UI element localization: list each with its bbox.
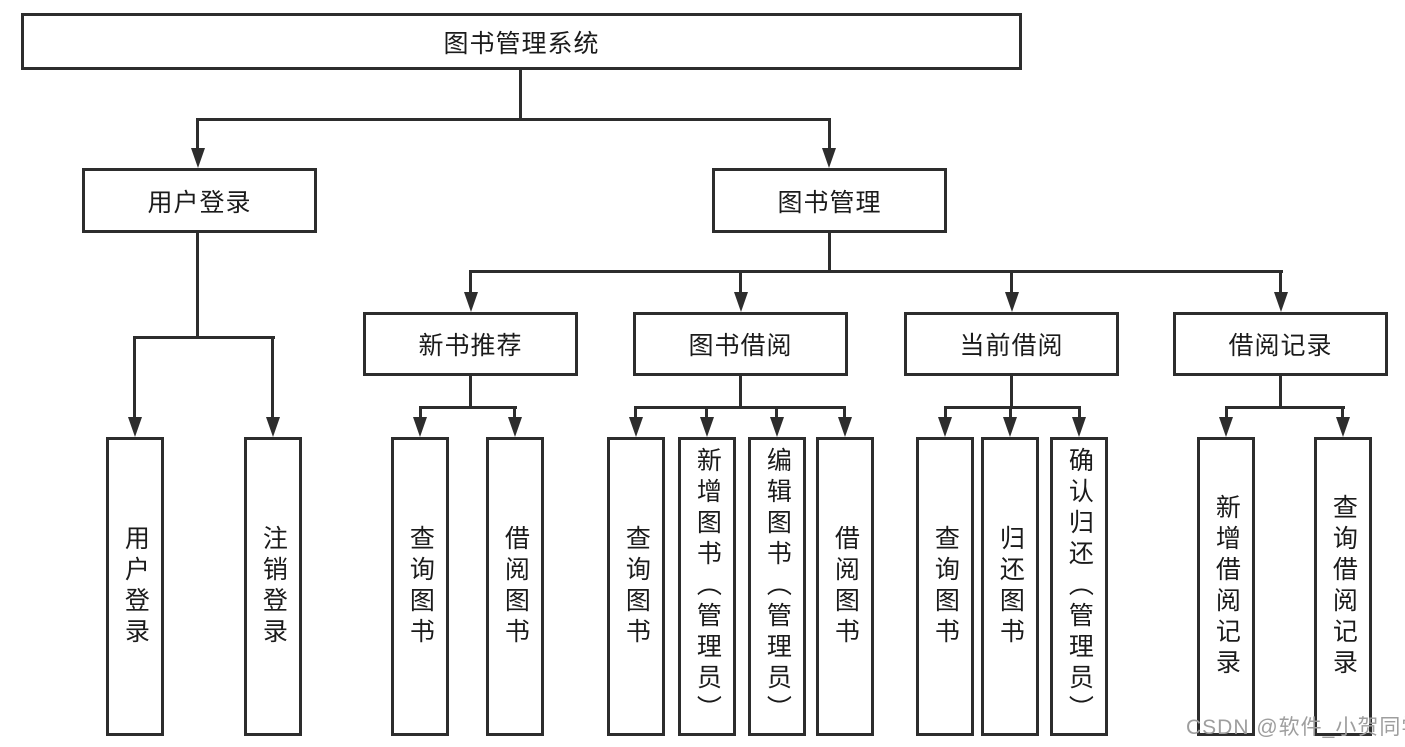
leaf-borrow-add-book-admin: 新增图书（管理员） xyxy=(678,437,736,736)
leaf-borrow-borrow-book: 借阅图书 xyxy=(816,437,874,736)
node-label: 注销登录 xyxy=(259,524,288,649)
arrow-down-icon xyxy=(770,417,784,437)
node-label: 用户登录 xyxy=(147,188,252,217)
csdn-watermark: CSDN @软件_小贺同学 xyxy=(1186,716,1405,739)
connector-line xyxy=(196,118,831,121)
arrow-down-icon xyxy=(1219,417,1233,437)
arrow-down-icon xyxy=(191,148,205,168)
node-current-borrow: 当前借阅 xyxy=(904,312,1119,376)
leaf-current-confirm-return-admin: 确认归还（管理员） xyxy=(1050,437,1108,736)
arrow-down-icon xyxy=(734,292,748,312)
leaf-current-query-book: 查询图书 xyxy=(916,437,974,736)
connector-line xyxy=(634,406,846,409)
node-new-book-recommend: 新书推荐 xyxy=(363,312,578,376)
arrow-down-icon xyxy=(1003,417,1017,437)
node-label: 用户登录 xyxy=(121,524,150,649)
node-label: 借阅记录 xyxy=(1228,332,1333,360)
node-label: 当前借阅 xyxy=(959,332,1064,360)
arrow-down-icon xyxy=(266,417,280,437)
leaf-recommend-query-book: 查询图书 xyxy=(391,437,449,736)
connector-line xyxy=(843,406,846,419)
node-label: 图书借阅 xyxy=(688,332,793,360)
node-label: 新增借阅记录 xyxy=(1212,493,1241,680)
leaf-borrow-query-book: 查询图书 xyxy=(607,437,665,736)
connector-line xyxy=(469,270,472,296)
connector-line xyxy=(419,406,517,409)
arrow-down-icon xyxy=(700,417,714,437)
connector-line xyxy=(196,118,199,150)
leaf-recommend-borrow-book: 借阅图书 xyxy=(486,437,544,736)
connector-line xyxy=(944,406,1081,409)
connector-line xyxy=(944,406,947,419)
node-label: 借阅图书 xyxy=(501,524,530,649)
connector-line xyxy=(739,376,742,409)
node-label: 新书推荐 xyxy=(418,332,523,360)
connector-line xyxy=(739,270,742,296)
connector-line xyxy=(1009,406,1012,419)
connector-line xyxy=(828,233,831,273)
node-label: 归还图书 xyxy=(996,524,1025,649)
arrow-down-icon xyxy=(508,417,522,437)
connector-line xyxy=(775,406,778,419)
node-label: 查询图书 xyxy=(622,524,651,649)
node-label: 查询图书 xyxy=(406,524,435,649)
arrow-down-icon xyxy=(938,417,952,437)
connector-line xyxy=(519,68,522,120)
connector-line xyxy=(271,336,274,419)
node-user-login: 用户登录 xyxy=(82,168,317,233)
arrow-down-icon xyxy=(464,292,478,312)
connector-line xyxy=(1078,406,1081,419)
connector-line xyxy=(705,406,708,419)
connector-line xyxy=(1225,406,1228,419)
leaf-record-query-borrow-record: 查询借阅记录 xyxy=(1314,437,1372,736)
node-borrow-record: 借阅记录 xyxy=(1173,312,1388,376)
arrow-down-icon xyxy=(413,417,427,437)
connector-line xyxy=(1279,270,1282,296)
connector-line xyxy=(1341,406,1344,419)
connector-line xyxy=(469,270,1283,273)
leaf-user-login: 用户登录 xyxy=(106,437,164,736)
connector-line xyxy=(133,336,136,419)
node-book-management: 图书管理 xyxy=(712,168,947,233)
leaf-logout: 注销登录 xyxy=(244,437,302,736)
node-label: 查询借阅记录 xyxy=(1329,493,1358,680)
connector-line xyxy=(419,406,422,419)
node-system-root: 图书管理系统 xyxy=(21,13,1022,70)
node-label: 借阅图书 xyxy=(831,524,860,649)
connector-line xyxy=(1225,406,1345,409)
leaf-record-add-borrow-record: 新增借阅记录 xyxy=(1197,437,1255,736)
connector-line xyxy=(513,406,516,419)
connector-line xyxy=(1010,376,1013,409)
arrow-down-icon xyxy=(629,417,643,437)
connector-line xyxy=(634,406,637,419)
node-label: 查询图书 xyxy=(931,524,960,649)
connector-line xyxy=(196,233,199,339)
leaf-current-return-book: 归还图书 xyxy=(981,437,1039,736)
node-label: 新增图书（管理员） xyxy=(693,447,722,726)
node-label: 图书管理系统 xyxy=(443,29,600,58)
arrow-down-icon xyxy=(128,417,142,437)
connector-line xyxy=(133,336,275,339)
arrow-down-icon xyxy=(838,417,852,437)
connector-line xyxy=(1010,270,1013,296)
connector-line xyxy=(1279,376,1282,409)
connector-line xyxy=(828,118,831,150)
arrow-down-icon xyxy=(1274,292,1288,312)
arrow-down-icon xyxy=(822,148,836,168)
arrow-down-icon xyxy=(1005,292,1019,312)
arrow-down-icon xyxy=(1072,417,1086,437)
arrow-down-icon xyxy=(1336,417,1350,437)
node-label: 确认归还（管理员） xyxy=(1065,447,1094,726)
node-label: 编辑图书（管理员） xyxy=(763,447,792,726)
node-label: 图书管理 xyxy=(777,188,882,217)
node-book-borrow: 图书借阅 xyxy=(633,312,848,376)
leaf-borrow-edit-book-admin: 编辑图书（管理员） xyxy=(748,437,806,736)
connector-line xyxy=(469,376,472,409)
